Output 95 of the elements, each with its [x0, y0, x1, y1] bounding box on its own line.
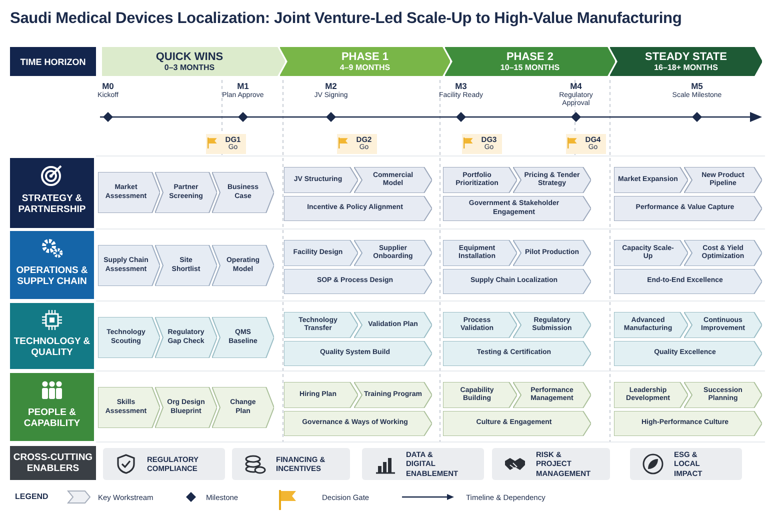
workstream-tile — [155, 317, 217, 358]
decision-gate-tag — [462, 134, 502, 154]
header-label-box — [10, 47, 96, 76]
workstream-tile — [354, 382, 432, 408]
workstream-tile — [354, 312, 432, 338]
workstream-tile — [614, 312, 688, 338]
workstream-tile — [284, 382, 358, 408]
milestone-marker — [103, 112, 113, 122]
workstream-tile — [684, 312, 762, 338]
workstream-tile — [212, 245, 274, 286]
phase-banner — [445, 47, 615, 76]
header-text: TIME HORIZON — [20, 56, 86, 66]
phase-title: STEADY STATE — [645, 51, 727, 63]
workstream-tile — [155, 172, 217, 213]
workstream-tile — [284, 196, 432, 221]
workstream-tile — [98, 172, 160, 213]
phase-banner — [280, 47, 450, 76]
milestone-marker — [326, 112, 336, 122]
workstream-header — [10, 303, 94, 369]
milestone-marker — [456, 112, 466, 122]
milestone-code: M5 — [690, 82, 704, 92]
workstream-tile — [684, 240, 762, 266]
workstream-tile — [443, 196, 591, 221]
header-text: CROSS-CUTTING ENABLERS — [12, 452, 94, 474]
workstream-tile — [155, 245, 217, 286]
phase-banner — [610, 47, 762, 76]
workstream-tile — [614, 240, 688, 266]
phase-duration: 10–15 MONTHS — [500, 63, 560, 72]
workstream-tile — [284, 269, 432, 294]
workstream-tile — [443, 269, 591, 294]
milestone-code: M4 — [569, 82, 583, 92]
workstream-tile — [284, 167, 358, 193]
workstream-tile — [443, 240, 517, 266]
enabler-card — [630, 448, 742, 480]
workstream-tile — [155, 387, 217, 428]
workstream-tile — [98, 387, 160, 428]
workstream-tile — [284, 341, 432, 366]
workstream-tile — [614, 341, 762, 366]
workstream-title: PEOPLE & CAPABILITY — [22, 406, 82, 430]
workstream-tile — [284, 240, 358, 266]
phase-title: QUICK WINS — [156, 51, 224, 63]
phase-duration: 0–3 MONTHS — [164, 63, 215, 72]
workstream-tile — [614, 196, 762, 221]
workstream-tile — [212, 317, 274, 358]
workstream-title: STRATEGY & PARTNERSHIP — [17, 192, 87, 216]
enabler-card — [492, 448, 610, 480]
workstream-tile — [684, 167, 762, 193]
workstream-tile — [443, 411, 591, 436]
workstream-tile — [443, 382, 517, 408]
workstream-tile — [684, 382, 762, 408]
enabler-card — [362, 448, 484, 480]
milestone-marker — [571, 112, 581, 122]
decision-gate-tag — [566, 134, 606, 154]
enabler-card — [232, 448, 350, 480]
milestone-code: M3 — [454, 82, 468, 92]
workstream-tile — [513, 240, 591, 266]
workstream-title: TECHNOLOGY & QUALITY — [12, 336, 92, 358]
workstream-tile — [513, 312, 591, 338]
workstream-tile — [513, 167, 591, 193]
workstream-tile — [98, 245, 160, 286]
milestone-code: M2 — [324, 82, 338, 92]
milestone-code: M0 — [101, 82, 115, 92]
phase-title: PHASE 2 — [506, 51, 554, 63]
milestone-marker — [692, 112, 702, 122]
workstream-tile — [443, 341, 591, 366]
phase-duration: 16–18+ MONTHS — [654, 63, 718, 72]
workstream-header — [10, 158, 94, 228]
decision-gate-tag — [206, 134, 246, 154]
workstream-header — [10, 231, 94, 299]
workstream-tile — [284, 411, 432, 436]
workstream-tile — [614, 269, 762, 294]
workstream-tile — [354, 167, 432, 193]
workstream-tile — [443, 312, 517, 338]
workstream-tile — [614, 411, 762, 436]
workstream-header — [10, 373, 94, 441]
workstream-tile — [284, 312, 358, 338]
phase-banner — [102, 47, 285, 76]
section-label-box — [10, 446, 96, 480]
workstream-tile — [212, 172, 274, 213]
workstream-tile — [98, 317, 160, 358]
legend-title: LEGEND — [15, 492, 48, 501]
phase-title: PHASE 1 — [341, 51, 389, 63]
workstream-title: OPERATIONS & SUPPLY CHAIN — [15, 264, 89, 288]
workstream-tile — [614, 382, 688, 408]
phase-duration: 4–9 MONTHS — [340, 63, 390, 72]
enabler-card — [103, 448, 225, 480]
workstream-tile — [354, 240, 432, 266]
workstream-tile — [212, 387, 274, 428]
decision-gate-tag — [337, 134, 377, 154]
workstream-tile — [513, 382, 591, 408]
milestone-code: M1 — [236, 82, 250, 92]
diagram-title: Saudi Medical Devices Localization: Joint Venture-Led Scale-Up to High-Value Manufacturing — [10, 10, 683, 28]
milestone-marker — [238, 112, 248, 122]
workstream-tile — [614, 167, 688, 193]
workstream-tile — [443, 167, 517, 193]
